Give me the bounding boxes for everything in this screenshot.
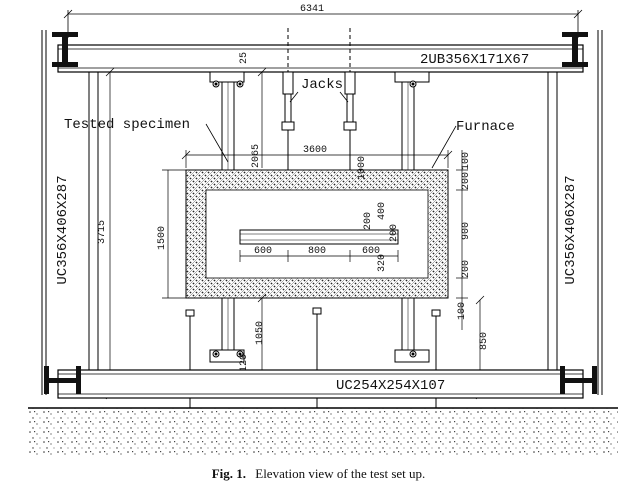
dim-1000: 1000 xyxy=(357,156,368,180)
dim-320: 320 xyxy=(377,254,388,272)
dim-25: 25 xyxy=(239,52,250,64)
dim-200a: 200 xyxy=(363,212,374,230)
furnace-label: Furnace xyxy=(456,119,515,135)
dim-600a: 600 xyxy=(254,246,272,257)
left-column-cap xyxy=(52,32,78,67)
jacks-label: Jacks xyxy=(301,77,343,93)
right-column-label: UC356X406X287 xyxy=(563,175,579,284)
right-column-cap xyxy=(562,32,588,67)
tested-specimen-label: Tested specimen xyxy=(64,117,190,133)
caption-fig-number: Fig. 1. xyxy=(211,466,246,481)
top-beam-label: 2UB356X171X67 xyxy=(420,52,529,68)
dim-400: 400 xyxy=(377,202,388,220)
bolt-markers xyxy=(212,80,417,358)
dim-1050: 1050 xyxy=(255,321,266,345)
ground-floor xyxy=(28,407,618,456)
dim-2065-line xyxy=(257,67,267,168)
dim-3600: 3600 xyxy=(303,145,327,156)
dim-200d: 200 xyxy=(461,260,472,278)
dim-600b: 600 xyxy=(362,246,380,257)
base-right-isection xyxy=(560,366,597,394)
top-beam xyxy=(57,44,584,73)
dim-2065: 2065 xyxy=(251,144,262,168)
furnace-right-dim-line xyxy=(456,150,468,330)
dim-1500: 1500 xyxy=(157,226,168,250)
dim-100a: 100 xyxy=(461,152,472,170)
dim-1050-line xyxy=(257,293,267,372)
tested-specimen-beam xyxy=(239,229,399,245)
figure-caption: Fig. 1. Elevation view of the test set u… xyxy=(0,466,637,482)
dim-800: 800 xyxy=(308,246,326,257)
furnace-leader xyxy=(431,125,457,169)
outer-frame xyxy=(41,30,603,395)
base-left-isection xyxy=(44,366,81,394)
base-beam-label: UC254X254X107 xyxy=(336,378,445,394)
dim-1500-line xyxy=(162,169,186,299)
dim-850: 850 xyxy=(479,332,490,350)
dim-120: 120 xyxy=(239,354,250,372)
caption-text: Elevation view of the test set up. xyxy=(255,466,426,481)
left-column-label: UC356X406X287 xyxy=(55,175,71,284)
top-span-dimension xyxy=(63,9,583,38)
jacks-leaders xyxy=(289,91,349,103)
top-span-label: 6341 xyxy=(300,4,324,15)
base-beam xyxy=(57,369,584,399)
dim-900: 900 xyxy=(461,222,472,240)
dim-600-800-600-line xyxy=(239,250,399,262)
dim-200b: 200 xyxy=(389,224,400,242)
dim-200c: 200 xyxy=(461,172,472,190)
specimen-leader xyxy=(205,123,229,163)
dim-3715: 3715 xyxy=(97,220,108,244)
dim-3600-line xyxy=(181,150,453,168)
dim-100b: 100 xyxy=(457,302,468,320)
